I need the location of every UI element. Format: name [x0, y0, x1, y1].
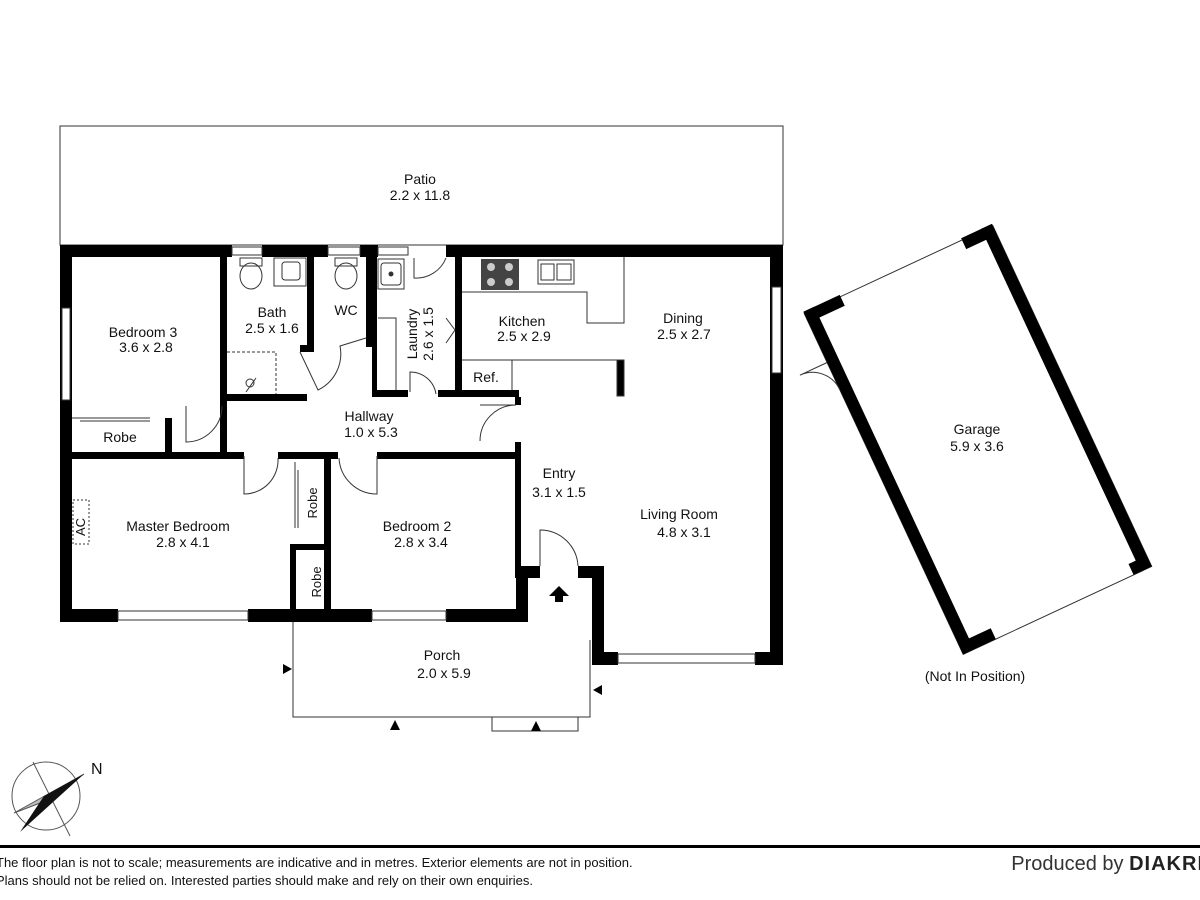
kitchen-label: Kitchen — [499, 313, 546, 329]
brand-logo: DIAKRI — [1129, 853, 1200, 875]
robe2-label: Robe — [305, 487, 320, 518]
interior-walls — [72, 257, 521, 621]
shower-icon — [227, 351, 277, 394]
porch-label: Porch — [424, 647, 461, 663]
robe3-label: Robe — [309, 566, 324, 597]
entry-label: Entry — [543, 465, 576, 481]
doors — [185, 257, 579, 567]
patio-size: 2.2 x 11.8 — [390, 187, 451, 203]
entry-size: 3.1 x 1.5 — [532, 484, 586, 500]
kitchen-size: 2.5 x 2.9 — [497, 328, 551, 344]
windows — [61, 246, 782, 664]
entry-arrow-icon — [549, 586, 569, 602]
bedroom2-size: 2.8 x 3.4 — [394, 534, 448, 550]
floor-plan: Patio 2.2 x 11.8 Bedroom 3 3.6 x 2.8 Bat… — [11, 125, 1153, 837]
kitchen-sink-icon — [537, 259, 575, 285]
bedroom2-label: Bedroom 2 — [383, 518, 452, 534]
robe-sliding-doors — [72, 417, 299, 528]
hallway-label: Hallway — [344, 408, 393, 424]
hallway-size: 1.0 x 5.3 — [344, 424, 398, 440]
laundry-label: Laundry — [404, 309, 420, 360]
dining-size: 2.5 x 2.7 — [657, 326, 711, 342]
patio-label: Patio — [404, 171, 436, 187]
master-bedroom-label: Master Bedroom — [126, 518, 229, 534]
laundry-size: 2.6 x 1.5 — [420, 307, 436, 361]
robe1-label: Robe — [103, 429, 137, 445]
footer-disclaimer-line1: The floor plan is not to scale; measurem… — [0, 855, 633, 870]
footer-credit: Produced by DIAKRI — [1011, 853, 1200, 876]
bath-size: 2.5 x 1.6 — [245, 320, 299, 336]
living-room-label: Living Room — [640, 506, 718, 522]
ac-unit — [72, 499, 90, 545]
patio-outline — [59, 125, 784, 246]
cooktop-icon — [481, 259, 519, 290]
laundry-shelf — [378, 317, 397, 390]
bath-label: Bath — [258, 304, 287, 320]
footer-rule — [0, 845, 1200, 848]
bedroom3-size: 3.6 x 2.8 — [119, 339, 173, 355]
bath-vanity-icon — [273, 257, 307, 287]
laundry-tub-icon — [377, 258, 405, 290]
garage-label: Garage — [954, 421, 1001, 437]
ac-label: AC — [73, 518, 88, 536]
wc-toilet-icon — [334, 257, 358, 290]
master-bedroom-size: 2.8 x 4.1 — [156, 534, 210, 550]
bath-toilet-icon — [239, 257, 263, 290]
porch-size: 2.0 x 5.9 — [417, 665, 471, 681]
kitchen-counters — [462, 257, 625, 397]
fridge-label: Ref. — [473, 369, 499, 385]
compass-north-label: N — [91, 761, 103, 778]
living-room-size: 4.8 x 3.1 — [657, 524, 711, 540]
garage-note: (Not In Position) — [925, 668, 1025, 684]
wc-label: WC — [334, 302, 357, 318]
footer-disclaimer-line2: Plans should not be relied on. Intereste… — [0, 873, 533, 888]
garage-size: 5.9 x 3.6 — [950, 438, 1004, 454]
produced-by-text: Produced by — [1011, 853, 1124, 875]
compass-icon — [11, 761, 85, 837]
dining-label: Dining — [663, 310, 703, 326]
porch-arrows — [283, 664, 602, 731]
bedroom3-label: Bedroom 3 — [109, 324, 178, 340]
garage — [799, 223, 1153, 656]
